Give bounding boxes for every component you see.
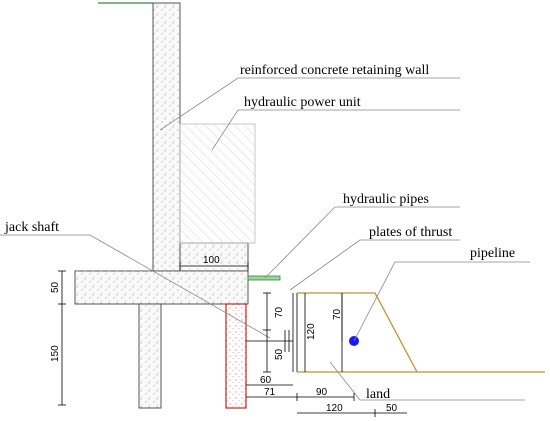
dim-120-h: 120 (326, 403, 343, 414)
dim-120-v: 120 (306, 323, 317, 340)
label-pipeline: pipeline (470, 246, 515, 261)
dim-50-h: 50 (386, 403, 398, 414)
dim-150: 150 (50, 345, 61, 362)
label-jack-shaft: jack shaft (4, 220, 59, 235)
label-thrust-plates: plates of thrust (369, 225, 452, 240)
dim-70-a: 70 (274, 306, 285, 318)
label-land: land (366, 387, 390, 402)
dim-50-v: 50 (274, 348, 285, 360)
dim-100: 100 (203, 255, 220, 266)
hydraulic-pipes-bar (247, 275, 281, 281)
label-hydraulic-pipes: hydraulic pipes (343, 192, 429, 207)
hydraulic-power-unit (179, 123, 256, 244)
label-power-unit: hydraulic power unit (244, 95, 361, 110)
pipeline-outline (297, 292, 418, 373)
dim-71: 71 (264, 387, 276, 398)
jack-shaft-block (225, 303, 247, 409)
dim-50-left: 50 (50, 281, 61, 293)
dim-70-b: 70 (332, 308, 343, 320)
dim-90: 90 (316, 387, 328, 398)
label-retaining-wall: reinforced concrete retaining wall (240, 63, 429, 78)
dim-60: 60 (260, 375, 272, 386)
